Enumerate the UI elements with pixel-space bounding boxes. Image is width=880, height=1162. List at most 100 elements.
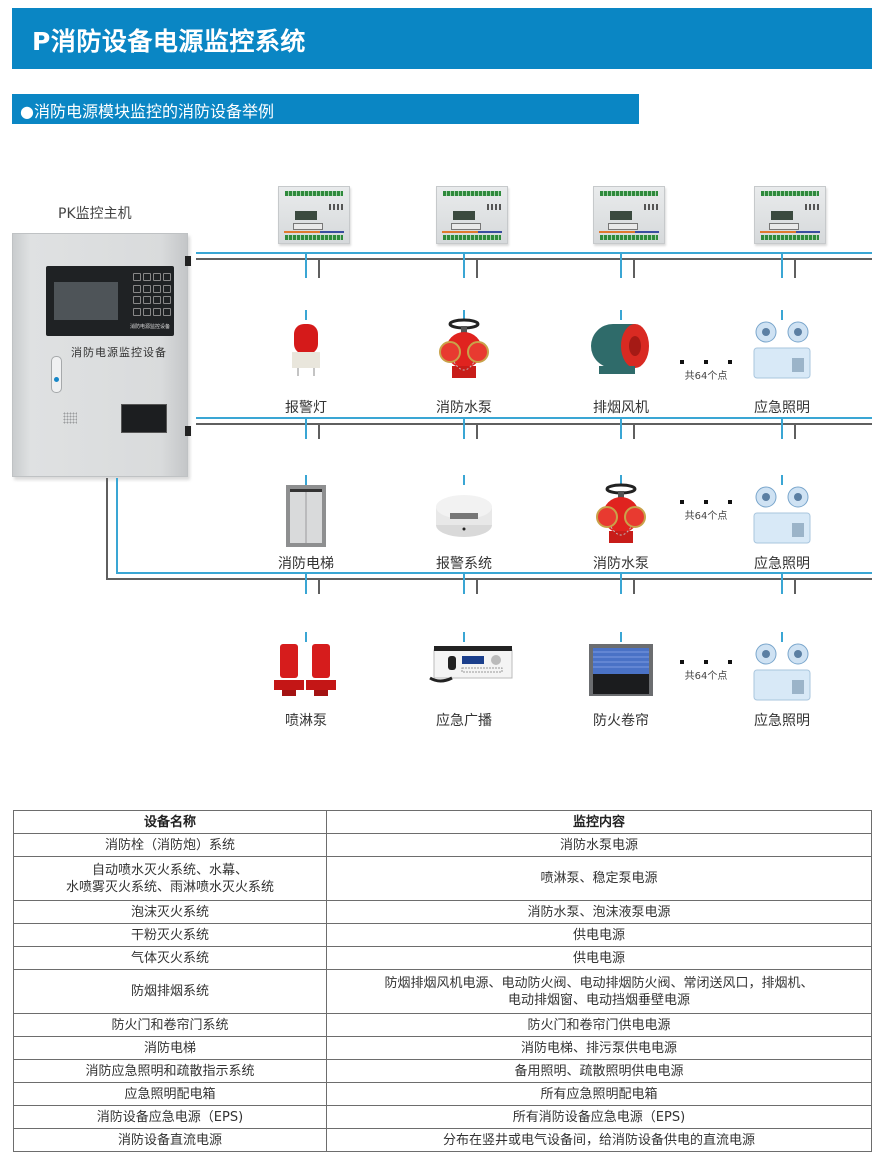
door-handle-icon bbox=[51, 356, 62, 393]
drop-line-gray bbox=[318, 578, 320, 594]
drop-line-blue bbox=[781, 417, 783, 439]
host-label: PK监控主机 bbox=[58, 206, 132, 222]
monitoring-table: 设备名称 监控内容 消防栓（消防炮）系统消防水泵电源自动喷水灭火系统、水幕、水喷… bbox=[13, 810, 872, 1152]
bus-line-gray bbox=[196, 258, 872, 260]
monitor-content-cell: 所有应急照明配电箱 bbox=[326, 1082, 872, 1106]
device-name-cell: 消防电梯 bbox=[13, 1036, 327, 1060]
monitor-content-cell: 供电电源 bbox=[326, 946, 872, 970]
table-row: 消防电梯消防电梯、排污泵供电电源 bbox=[13, 1036, 872, 1060]
drop-line-gray bbox=[794, 258, 796, 278]
device-label: 应急照明 bbox=[754, 713, 810, 729]
device-name-cell: 干粉灭火系统 bbox=[13, 923, 327, 947]
points-note: 共64个点 bbox=[676, 360, 736, 382]
device-label: 报警灯 bbox=[285, 400, 327, 416]
device-feed-line bbox=[463, 632, 465, 642]
device-label: 消防水泵 bbox=[436, 400, 492, 416]
drop-line-blue bbox=[620, 417, 622, 439]
panel-label: 消防电源监控设备 bbox=[129, 324, 170, 330]
drop-line-blue bbox=[620, 252, 622, 278]
device-name-cell: 消防栓（消防炮）系统 bbox=[13, 833, 327, 857]
monitor-content-cell: 所有消防设备应急电源（EPS) bbox=[326, 1105, 872, 1129]
monitor-content-cell: 供电电源 bbox=[326, 923, 872, 947]
device-name-cell: 泡沫灭火系统 bbox=[13, 900, 327, 924]
drop-line-blue bbox=[305, 252, 307, 278]
table-row: 消防设备直流电源分布在竖井或电气设备间，给消防设备供电的直流电源 bbox=[13, 1128, 872, 1152]
power-module-icon bbox=[436, 186, 508, 244]
device-feed-line bbox=[463, 475, 465, 485]
fire-hydrant-icon bbox=[426, 318, 502, 378]
ellipsis-icon bbox=[676, 360, 736, 364]
device-feed-line bbox=[463, 310, 465, 320]
control-panel: 消防电源监控设备 bbox=[46, 266, 174, 336]
emergency-light-icon bbox=[744, 483, 820, 544]
device-feed-line bbox=[305, 632, 307, 642]
bus-line-gray bbox=[106, 578, 872, 580]
bus-line-blue bbox=[196, 417, 872, 419]
device-name-cell: 自动喷水灭火系统、水幕、水喷雾灭火系统、雨淋喷水灭火系统 bbox=[13, 856, 327, 901]
device-label: 喷淋泵 bbox=[285, 713, 327, 729]
emergency-light-icon bbox=[744, 318, 820, 379]
emergency-light-icon bbox=[744, 640, 820, 701]
column-header-device: 设备名称 bbox=[13, 810, 327, 834]
points-count-label: 共64个点 bbox=[684, 511, 728, 522]
ellipsis-icon bbox=[676, 660, 736, 664]
device-label: 消防水泵 bbox=[593, 556, 649, 572]
table-row: 干粉灭火系统供电电源 bbox=[13, 923, 872, 947]
points-count-label: 共64个点 bbox=[684, 671, 728, 682]
device-label: 防火卷帘 bbox=[593, 713, 649, 729]
power-module-icon bbox=[278, 186, 350, 244]
drop-line-gray bbox=[633, 578, 635, 594]
fire-shutter-icon bbox=[583, 640, 659, 698]
host-riser-blue bbox=[116, 478, 118, 574]
drop-line-blue bbox=[781, 252, 783, 278]
bus-line-blue bbox=[116, 572, 872, 574]
alarm-lamp-icon bbox=[268, 318, 344, 376]
device-name-cell: 防烟排烟系统 bbox=[13, 969, 327, 1014]
monitor-content-cell: 喷淋泵、稳定泵电源 bbox=[326, 856, 872, 901]
power-module-icon bbox=[593, 186, 665, 244]
device-label: 排烟风机 bbox=[593, 400, 649, 416]
device-feed-line bbox=[781, 310, 783, 320]
table-row: 防火门和卷帘门系统防火门和卷帘门供电电源 bbox=[13, 1013, 872, 1037]
column-header-content: 监控内容 bbox=[326, 810, 872, 834]
device-feed-line bbox=[305, 310, 307, 320]
device-name-cell: 气体灭火系统 bbox=[13, 946, 327, 970]
table-row: 消防栓（消防炮）系统消防水泵电源 bbox=[13, 833, 872, 857]
cabinet-label: 消防电源监控设备 bbox=[71, 346, 167, 359]
monitor-content-cell: 防火门和卷帘门供电电源 bbox=[326, 1013, 872, 1037]
table-row: 防烟排烟系统防烟排烟风机电源、电动防火阀、电动排烟防火阀、常闭送风口，排烟机、电… bbox=[13, 969, 872, 1014]
sprinkler-pump-icon bbox=[268, 640, 344, 698]
lcd-screen bbox=[54, 282, 118, 320]
monitor-content-cell: 消防水泵电源 bbox=[326, 833, 872, 857]
monitor-content-cell: 分布在竖井或电气设备间，给消防设备供电的直流电源 bbox=[326, 1128, 872, 1152]
device-label: 应急照明 bbox=[754, 556, 810, 572]
power-module-icon bbox=[754, 186, 826, 244]
device-feed-line bbox=[620, 475, 622, 485]
monitor-content-cell: 防烟排烟风机电源、电动防火阀、电动排烟防火阀、常闭送风口，排烟机、电动排烟窗、电… bbox=[326, 969, 872, 1014]
hinge-icon bbox=[185, 426, 191, 436]
table-row: 消防应急照明和疏散指示系统备用照明、疏散照明供电电源 bbox=[13, 1059, 872, 1083]
device-label: 报警系统 bbox=[436, 556, 492, 572]
host-riser-gray bbox=[106, 478, 108, 580]
drop-line-gray bbox=[633, 423, 635, 439]
device-feed-line bbox=[305, 475, 307, 485]
keypad-icon bbox=[133, 273, 171, 317]
title-banner: P消防设备电源监控系统 bbox=[12, 8, 872, 69]
device-name-cell: 消防设备直流电源 bbox=[13, 1128, 327, 1152]
drop-line-blue bbox=[305, 572, 307, 594]
bus-line-blue bbox=[196, 252, 872, 254]
smoke-exhaust-fan-icon bbox=[583, 318, 659, 376]
drop-line-gray bbox=[318, 423, 320, 439]
points-note: 共64个点 bbox=[676, 500, 736, 522]
drop-line-gray bbox=[476, 423, 478, 439]
device-feed-line bbox=[620, 310, 622, 320]
monitor-content-cell: 消防水泵、泡沫液泵电源 bbox=[326, 900, 872, 924]
points-note: 共64个点 bbox=[676, 660, 736, 682]
table-row: 消防设备应急电源（EPS)所有消防设备应急电源（EPS) bbox=[13, 1105, 872, 1129]
speaker-icon bbox=[63, 412, 77, 424]
points-count-label: 共64个点 bbox=[684, 371, 728, 382]
table-header-row: 设备名称 监控内容 bbox=[13, 810, 872, 834]
table-row: 气体灭火系统供电电源 bbox=[13, 946, 872, 970]
drop-line-blue bbox=[305, 417, 307, 439]
broadcast-amplifier-icon bbox=[426, 640, 513, 698]
